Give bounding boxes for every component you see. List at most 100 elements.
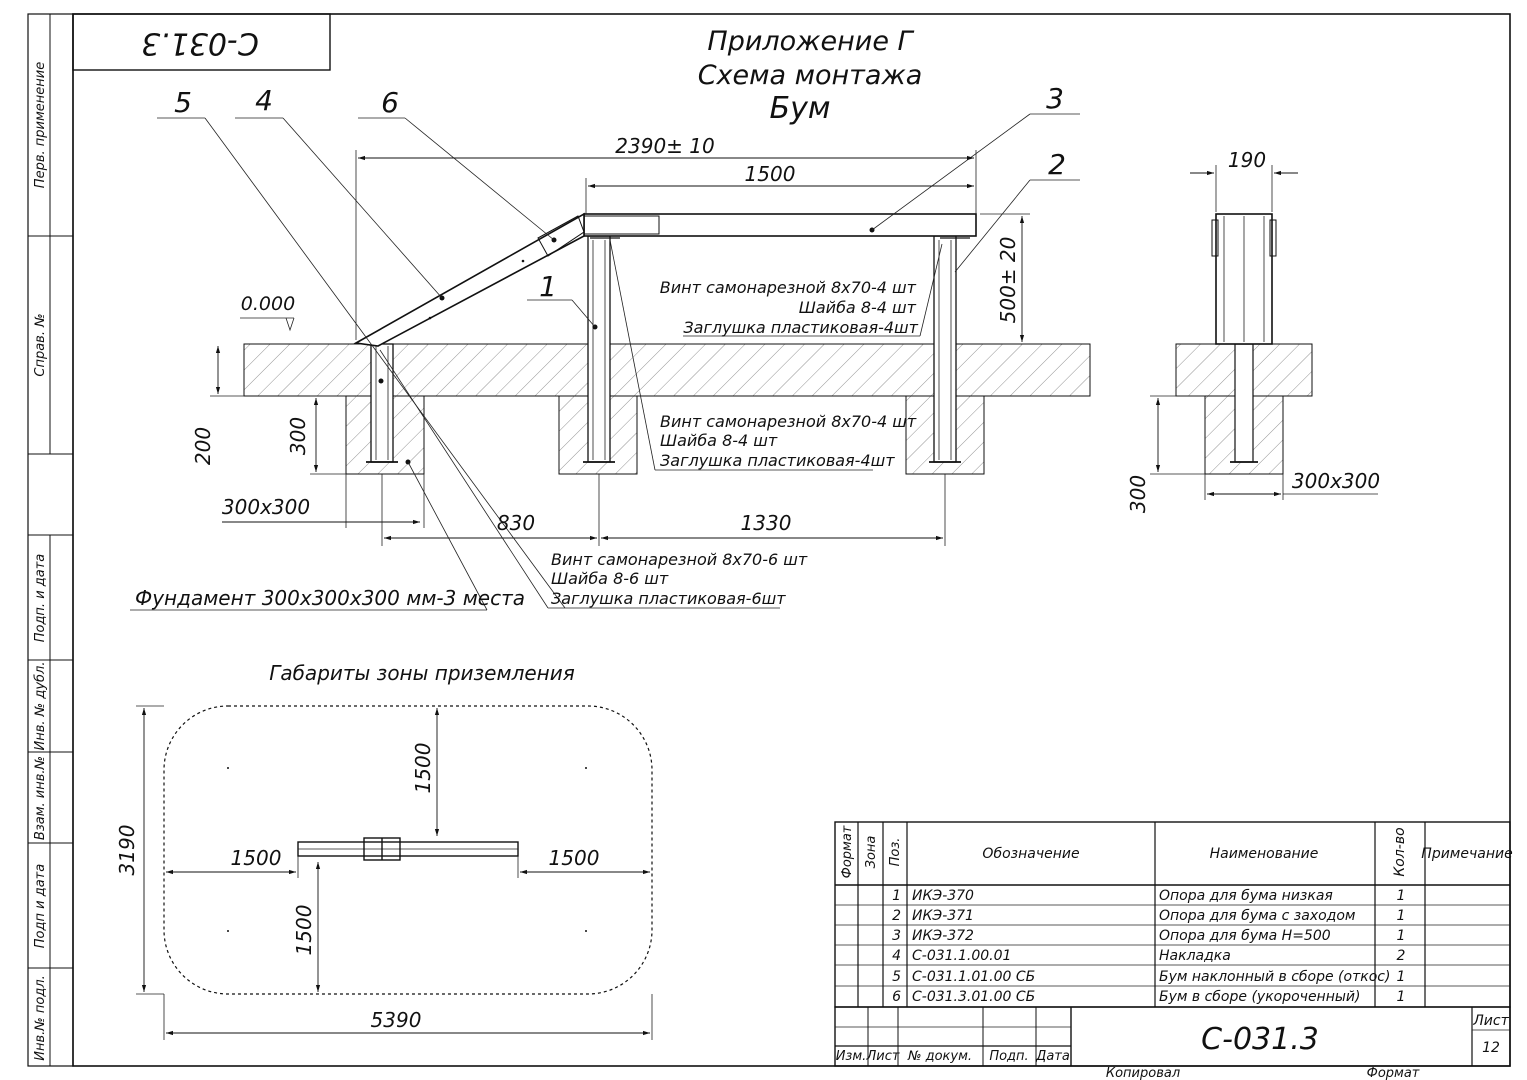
table-row: 2 ИКЭ-371 Опора для бума с заходом 1 xyxy=(892,908,1405,924)
row-designation: С-031.1.01.00 СБ xyxy=(912,969,1035,985)
side-label-inv-dubl: Инв. № дубл. xyxy=(33,662,48,751)
dim-200: 200 xyxy=(191,427,215,465)
row-pos: 4 xyxy=(892,948,901,964)
th-qty: Кол-во xyxy=(1392,827,1408,876)
callout-6: 6 xyxy=(381,86,399,119)
th-note: Примечание xyxy=(1421,846,1512,862)
title-line-1: Приложение Г xyxy=(707,26,914,57)
note-c-line1: Винт самонарезной 8х70-6 шт xyxy=(551,550,808,569)
tb-sheet-label: Лист xyxy=(1472,1013,1509,1029)
dim-1500-down: 1500 xyxy=(292,905,316,956)
row-designation: ИКЭ-371 xyxy=(912,908,974,924)
note-b-line3: Заглушка пластиковая-4шт xyxy=(660,451,895,470)
side-label-sprav: Справ. № xyxy=(33,313,48,376)
dim-830: 830 xyxy=(497,511,535,535)
row-pos: 6 xyxy=(892,989,901,1005)
tb-col-izm: Изм. xyxy=(836,1049,867,1064)
dim-1500-top: 1500 xyxy=(745,162,796,186)
th-zone: Зона xyxy=(864,836,879,869)
dim-500: 500± 20 xyxy=(996,237,1020,324)
row-designation: ИКЭ-370 xyxy=(912,888,974,904)
zone-outline xyxy=(163,705,653,995)
note-b-line2: Шайба 8-4 шт xyxy=(660,431,778,450)
row-pos: 5 xyxy=(892,969,901,985)
tb-code: С-031.3 xyxy=(1201,1022,1319,1057)
callout-1: 1 xyxy=(539,270,557,303)
spec-table: Формат Зона Поз. Обозначение Наименовани… xyxy=(834,821,1513,1008)
dim-1500-right: 1500 xyxy=(549,846,600,870)
tb-format: Формат xyxy=(1367,1066,1420,1080)
post-2 xyxy=(583,235,615,463)
side-label-podp2: Подп и дата xyxy=(33,864,48,948)
th-pos: Поз. xyxy=(888,838,903,867)
row-name: Опора для бума Н=500 xyxy=(1159,928,1331,944)
callout-3: 3 xyxy=(1046,82,1064,115)
row-pos: 3 xyxy=(892,928,901,944)
table-row: 5 С-031.1.01.00 СБ Бум наклонный в сборе… xyxy=(892,969,1405,985)
main-view: 5 4 6 3 2 1 2390± 10 1500 500± 20 0.000 … xyxy=(130,82,1091,611)
th-name: Наименование xyxy=(1210,846,1319,862)
row-designation: С-031.1.00.01 xyxy=(912,948,1011,964)
th-designation: Обозначение xyxy=(982,846,1079,862)
dim-1500-left: 1500 xyxy=(231,846,282,870)
row-name: Бум в сборе (укороченный) xyxy=(1159,989,1360,1005)
post-1 xyxy=(366,343,398,463)
row-designation: ИКЭ-372 xyxy=(912,928,974,944)
note-c-line2: Шайба 8-6 шт xyxy=(551,569,669,588)
dim-300x300: 300х300 xyxy=(222,495,310,519)
note-a-line1: Винт самонарезной 8х70-4 шт xyxy=(660,278,917,297)
side-dim-300x300: 300х300 xyxy=(1292,469,1380,493)
table-row: 1 ИКЭ-370 Опора для бума низкая 1 xyxy=(892,888,1405,904)
tb-col-doc: № докум. xyxy=(907,1049,972,1064)
side-view: 190 300 300х300 xyxy=(1126,148,1380,513)
row-qty: 2 xyxy=(1397,948,1406,964)
row-name: Бум наклонный в сборе (откос) xyxy=(1159,969,1390,985)
note-c-line3: Заглушка пластиковая-6шт xyxy=(551,589,786,608)
side-label-inv-podl: Инв.№ подл. xyxy=(33,975,48,1061)
foundation-note: Фундамент 300х300х300 мм-3 места xyxy=(135,586,525,610)
beam-horizontal xyxy=(583,213,977,239)
row-qty: 1 xyxy=(1397,989,1406,1005)
side-label-vzam: Взам. инв.№ xyxy=(33,756,48,840)
tb-col-list: Лист xyxy=(866,1049,900,1064)
table-row: 6 С-031.3.01.00 СБ Бум в сборе (укорочен… xyxy=(892,989,1405,1005)
table-row: 3 ИКЭ-372 Опора для бума Н=500 1 xyxy=(892,928,1405,944)
zone-title: Габариты зоны приземления xyxy=(269,661,575,685)
tb-kopiroval: Копировал xyxy=(1106,1066,1180,1080)
row-name: Опора для бума низкая xyxy=(1159,888,1333,904)
tb-col-data: Дата xyxy=(1035,1049,1070,1064)
dim-1500-up: 1500 xyxy=(411,743,435,794)
title-line-3: Бум xyxy=(770,91,831,126)
level-mark: 0.000 xyxy=(241,293,295,315)
callout-2: 2 xyxy=(1048,148,1066,181)
row-qty: 1 xyxy=(1397,969,1406,985)
row-name: Опора для бума с заходом xyxy=(1159,908,1356,924)
side-dim-300: 300 xyxy=(1126,475,1150,513)
note-b-line1: Винт самонарезной 8х70-4 шт xyxy=(660,412,917,431)
dim-1330: 1330 xyxy=(741,511,792,535)
note-a-line2: Шайба 8-4 шт xyxy=(799,298,917,317)
row-qty: 1 xyxy=(1397,888,1406,904)
note-a-line3: Заглушка пластиковая-4шт xyxy=(683,318,918,337)
callout-4: 4 xyxy=(255,84,273,117)
callout-5: 5 xyxy=(174,86,192,119)
title-block: Изм. Лист № докум. Подп. Дата С-031.3 Ли… xyxy=(834,1006,1511,1080)
row-qty: 1 xyxy=(1397,928,1406,944)
dim-5390: 5390 xyxy=(371,1008,422,1032)
th-format: Формат xyxy=(840,825,855,878)
row-designation: С-031.3.01.00 СБ xyxy=(912,989,1035,1005)
table-row: 4 С-031.1.00.01 Накладка 2 xyxy=(892,948,1405,964)
row-qty: 1 xyxy=(1397,908,1406,924)
row-name: Накладка xyxy=(1159,948,1231,964)
landing-zone: Габариты зоны приземления 3190 5390 1500… xyxy=(115,661,653,1040)
tb-sheet-no: 12 xyxy=(1482,1040,1500,1056)
tb-col-podp: Подп. xyxy=(989,1049,1028,1064)
row-pos: 1 xyxy=(892,888,901,904)
dim-300: 300 xyxy=(286,417,310,455)
stamp-box: С-031.3 xyxy=(72,13,331,71)
stamp-code: С-031.3 xyxy=(141,26,259,61)
side-column: Перв. применение Справ. № Подп. и дата И… xyxy=(27,13,74,1067)
side-label-podp1: Подп. и дата xyxy=(33,554,48,643)
dim-3190: 3190 xyxy=(115,825,139,876)
